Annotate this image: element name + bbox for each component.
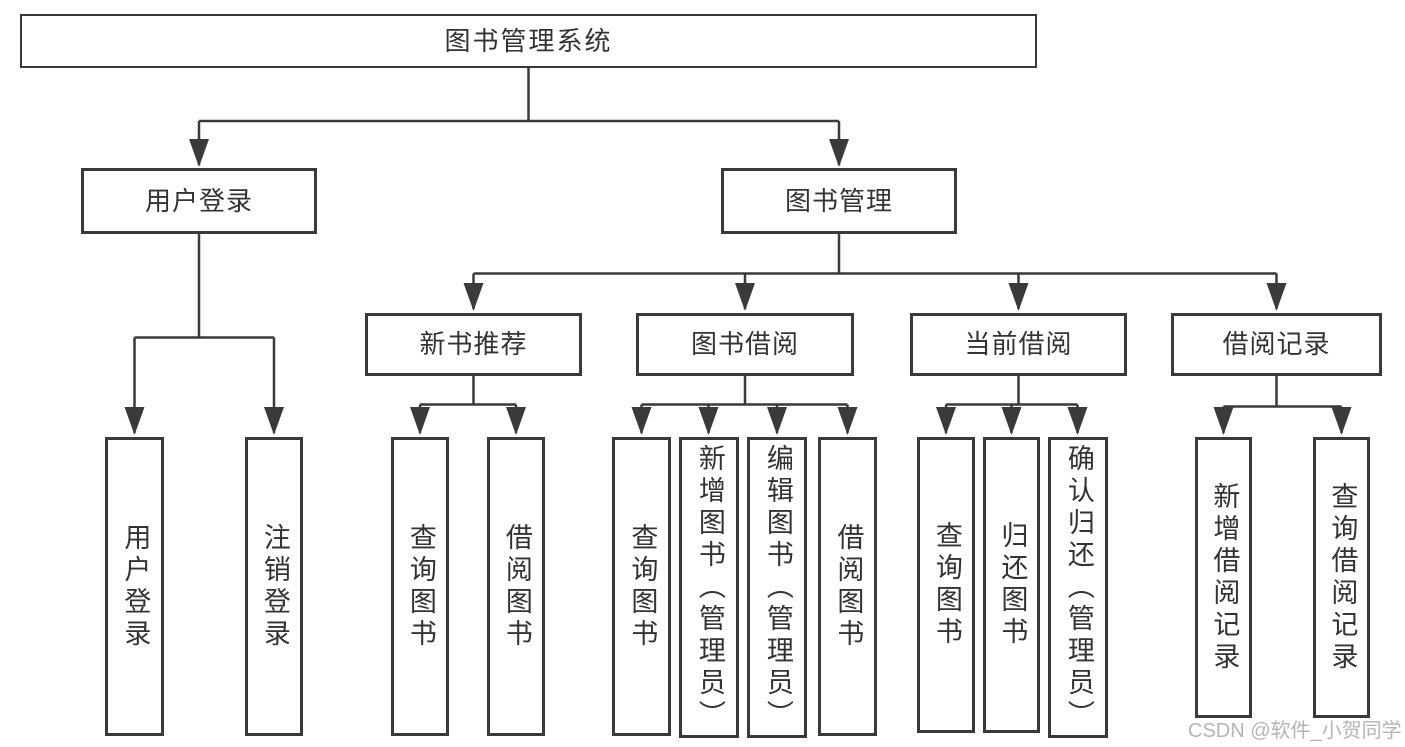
node-book-borrowing: 图书借阅 [636, 313, 854, 376]
node-book-management: 图书管理 [721, 168, 957, 234]
csdn-watermark: CSDN @软件_小贺同学 [1188, 720, 1402, 742]
node-library-management-system: 图书管理系统 [20, 14, 1037, 68]
connector-book-management-to-level3 [473, 234, 1277, 275]
connector-user-login-to-leaves [134, 234, 274, 339]
leaf-current-confirm-return-admin: 确认归还（管理员） [1048, 437, 1108, 738]
leaf-record-query-borrow-record: 查询借阅记录 [1313, 437, 1370, 718]
connector-new-book-recommendation-to-leaves [420, 376, 516, 406]
node-borrowing-records: 借阅记录 [1171, 313, 1382, 376]
leaf-borrow-add-books-admin: 新增图书（管理员） [679, 437, 739, 738]
connector-root-to-level2 [199, 68, 839, 123]
leaf-borrow-query-books: 查询图书 [612, 437, 671, 736]
leaf-current-query-books: 查询图书 [917, 437, 975, 733]
connector-book-borrowing-to-leaves [641, 376, 848, 406]
leaf-borrow-borrow-books: 借阅图书 [818, 437, 877, 736]
node-new-book-recommendation: 新书推荐 [365, 313, 582, 376]
leaf-logout-login: 注销登录 [245, 437, 303, 736]
leaf-borrow-edit-books-admin: 编辑图书（管理员） [747, 437, 807, 738]
leaf-user-login: 用户登录 [105, 437, 164, 736]
node-current-borrowing: 当前借阅 [910, 313, 1127, 376]
connector-borrowing-records-to-leaves [1223, 376, 1342, 408]
leaf-recommend-borrow-books: 借阅图书 [487, 437, 545, 736]
leaf-current-return-books: 归还图书 [983, 437, 1040, 733]
node-user-login: 用户登录 [81, 168, 317, 234]
leaf-record-add-borrow-record: 新增借阅记录 [1195, 437, 1252, 718]
leaf-recommend-query-books: 查询图书 [391, 437, 449, 736]
connector-current-borrowing-to-leaves [946, 376, 1078, 406]
